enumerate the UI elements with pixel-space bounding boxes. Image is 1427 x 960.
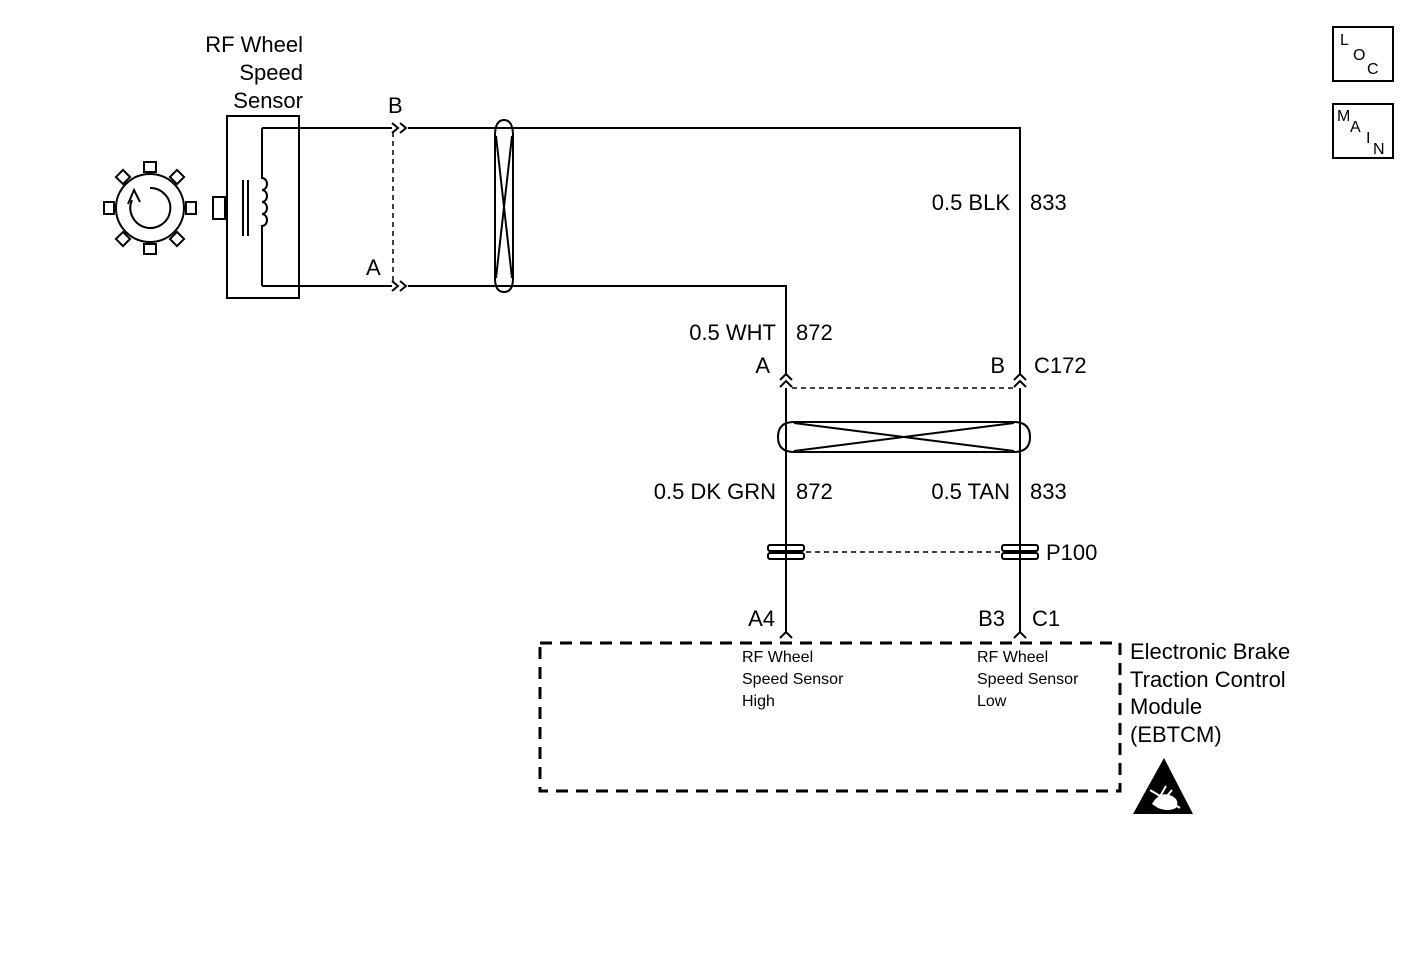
wire-wht-872: [408, 285, 787, 374]
connector-b-icon: [391, 122, 408, 134]
p100-name: P100: [1046, 540, 1097, 565]
main-letter-1: M: [1337, 108, 1350, 125]
pin-b3-icon: [1013, 630, 1027, 639]
loc-letter-1: L: [1340, 32, 1349, 49]
module-high-1: RF Wheel: [742, 649, 813, 666]
sensor-tip: [212, 196, 226, 220]
connector-c172-icon: [779, 372, 1027, 389]
sensor-pin-b: B: [388, 93, 403, 118]
main-letter-4: N: [1373, 141, 1385, 158]
module-low-2: Speed Sensor: [977, 671, 1079, 688]
loc-letter-2: O: [1353, 47, 1365, 64]
module-name-3: Module: [1130, 694, 1202, 719]
sensor-pin-a: A: [366, 255, 381, 280]
wire-blk-circuit: 833: [1030, 190, 1067, 215]
c172-name: C172: [1034, 353, 1087, 378]
module-name-4: (EBTCM): [1130, 722, 1222, 747]
module-high-3: High: [742, 693, 775, 710]
main-button[interactable]: M A I N: [1332, 103, 1394, 159]
wire-dkgrn-label: 0.5 DK GRN: [654, 479, 776, 504]
wire-wht-label: 0.5 WHT: [689, 320, 776, 345]
wire-dkgrn-circuit: 872: [796, 479, 833, 504]
module-low-3: Low: [977, 693, 1007, 710]
module-low-1: RF Wheel: [977, 649, 1048, 666]
sensor-body: [226, 115, 300, 299]
wire-blk-833: [408, 127, 1021, 374]
module-box: [538, 641, 1122, 793]
twisted-pair-icon: [494, 118, 514, 294]
module-pin-b3: B3: [978, 606, 1005, 631]
wire-blk-label: 0.5 BLK: [932, 190, 1011, 215]
main-letter-3: I: [1366, 130, 1370, 147]
wire-wht-circuit: 872: [796, 320, 833, 345]
c172-pin-a: A: [755, 353, 770, 378]
loc-button[interactable]: L O C: [1332, 26, 1394, 82]
main-letter-2: A: [1350, 119, 1361, 136]
c172-pin-b: B: [990, 353, 1005, 378]
module-name-2: Traction Control: [1130, 667, 1286, 692]
sensor-label-3: Sensor: [233, 88, 303, 113]
loc-letter-3: C: [1367, 61, 1379, 78]
module-pin-a4: A4: [748, 606, 775, 631]
coil-icon: [242, 128, 268, 286]
module-pin-c1: C1: [1032, 606, 1060, 631]
module-name-1: Electronic Brake: [1130, 639, 1290, 664]
esd-warning-icon: [1133, 758, 1193, 814]
twisted-pair-horizontal-icon: [776, 421, 1032, 453]
sensor-label-1: RF Wheel: [205, 32, 303, 57]
wire-tan-label: 0.5 TAN: [931, 479, 1010, 504]
connector-p100-icon: [767, 544, 1039, 560]
pin-a4-icon: [779, 630, 793, 639]
connector-a-icon: [391, 280, 408, 292]
wire-tan-circuit: 833: [1030, 479, 1067, 504]
sensor-label-2: Speed: [239, 60, 303, 85]
module-high-2: Speed Sensor: [742, 671, 844, 688]
tone-wheel-icon: [103, 161, 197, 255]
